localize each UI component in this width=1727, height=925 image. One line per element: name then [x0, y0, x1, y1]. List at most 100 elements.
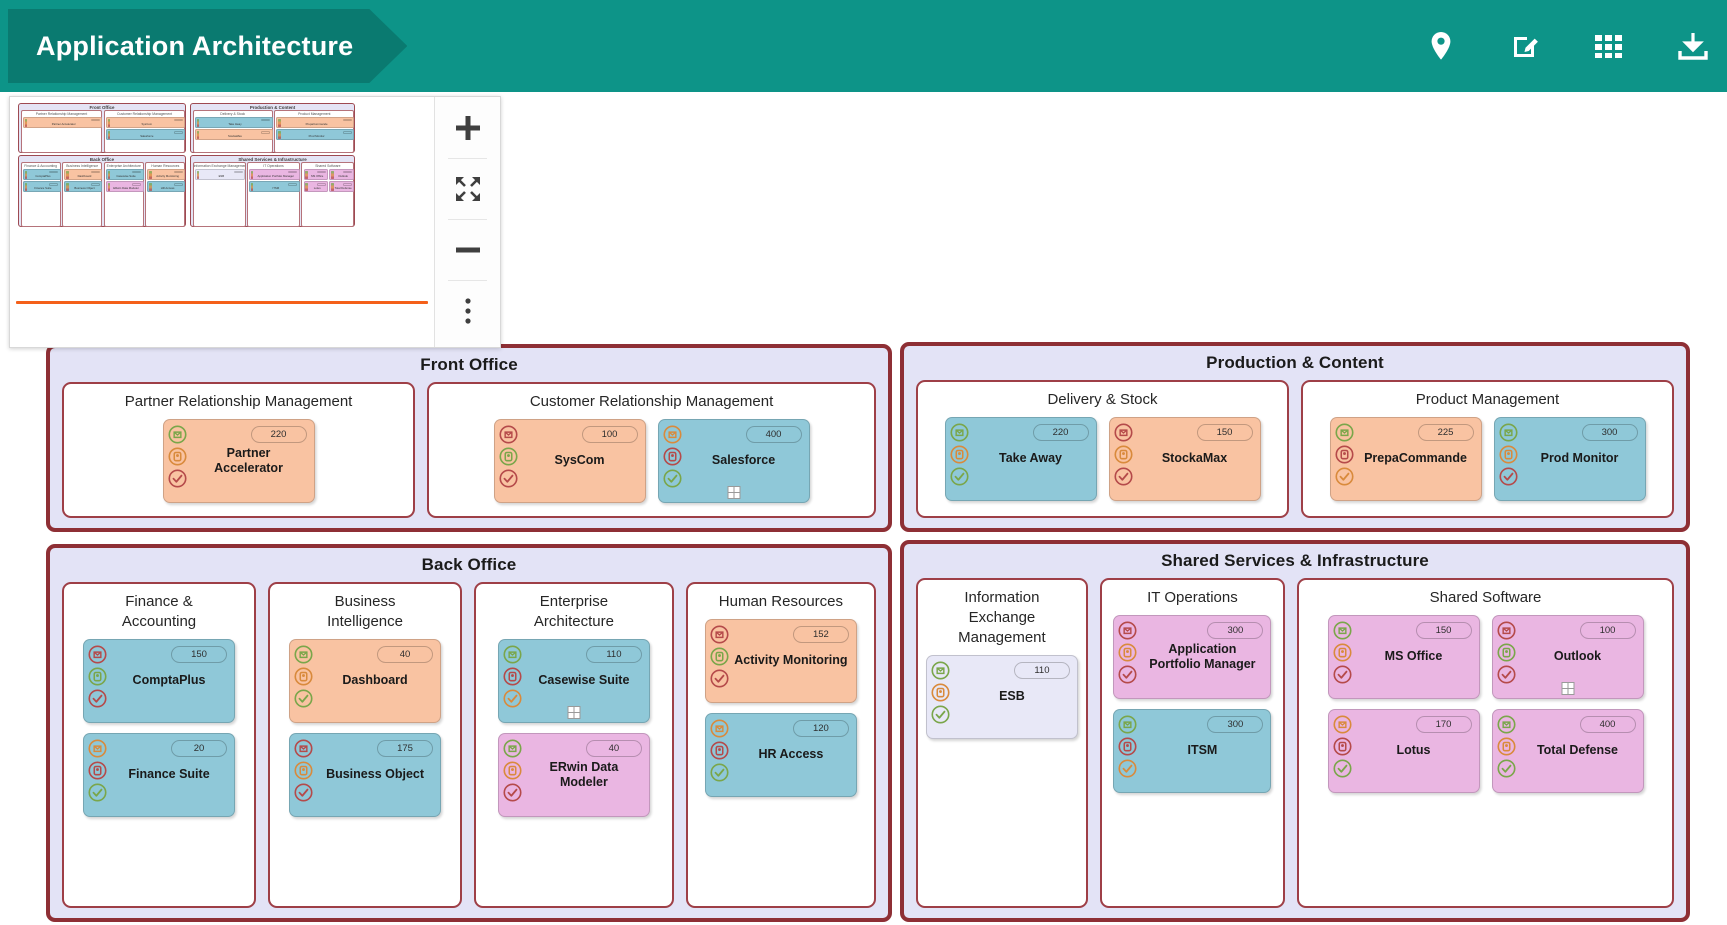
more-options-button[interactable] [435, 280, 500, 341]
minimap-card: Lotus [303, 181, 329, 192]
card-badge: 300 [1207, 621, 1264, 639]
card-badge: 220 [250, 425, 307, 443]
card-label: Take Away [998, 451, 1062, 466]
status-robot-icon [1496, 736, 1517, 757]
status-robot-icon [1117, 642, 1138, 663]
card-badge: 110 [585, 645, 642, 663]
minimap-card: MS Office [303, 168, 329, 180]
compliance-check-icon [930, 704, 951, 725]
card-label: Finance Suite [128, 767, 210, 782]
location-pin-icon[interactable] [1421, 26, 1461, 66]
compliance-check-icon [1117, 664, 1138, 685]
compliance-check-icon [1332, 664, 1353, 685]
card-badge: 300 [1207, 715, 1264, 733]
card-status-icons [1332, 620, 1353, 685]
minimap-viewport-indicator[interactable] [16, 301, 428, 304]
card-table-icon [567, 705, 581, 719]
card-badge: 150 [1196, 423, 1253, 441]
compliance-check-icon [1496, 664, 1517, 685]
card-label: ESB [999, 689, 1025, 704]
card-status-icons [1496, 714, 1517, 779]
minimap-group-title: IT Operations [263, 163, 284, 168]
lifecycle-icon [1496, 620, 1517, 641]
grid-apps-icon[interactable] [1589, 26, 1629, 66]
card-badge: 400 [1579, 715, 1636, 733]
compliance-check-icon [1332, 758, 1353, 779]
minimap-card: PrepaCommande [276, 116, 355, 128]
group-title: Customer Relationship Management [529, 393, 774, 410]
card-status-icons [949, 422, 970, 487]
card-badge: 20 [171, 739, 228, 757]
card-badge: 225 [1417, 423, 1474, 441]
edit-square-icon[interactable] [1505, 26, 1545, 66]
card-label: ERwin Data Modeler [549, 759, 619, 789]
minimap-domain-title: Production & Content [249, 105, 296, 110]
status-robot-icon [709, 646, 730, 667]
card-badge: 100 [581, 425, 638, 443]
card-status-icons [709, 624, 730, 689]
card-status-icons [293, 738, 314, 803]
card-badge: 40 [377, 645, 434, 663]
status-robot-icon [1113, 444, 1134, 465]
status-robot-icon [167, 446, 188, 467]
lifecycle-icon [930, 660, 951, 681]
card-status-icons [709, 718, 730, 783]
zoom-out-button[interactable] [435, 219, 500, 280]
zoom-in-button[interactable] [435, 97, 500, 158]
lifecycle-icon [293, 644, 314, 665]
download-icon[interactable] [1673, 26, 1713, 66]
fit-to-screen-button[interactable] [435, 158, 500, 219]
card-label: Casewise Suite [538, 673, 630, 688]
